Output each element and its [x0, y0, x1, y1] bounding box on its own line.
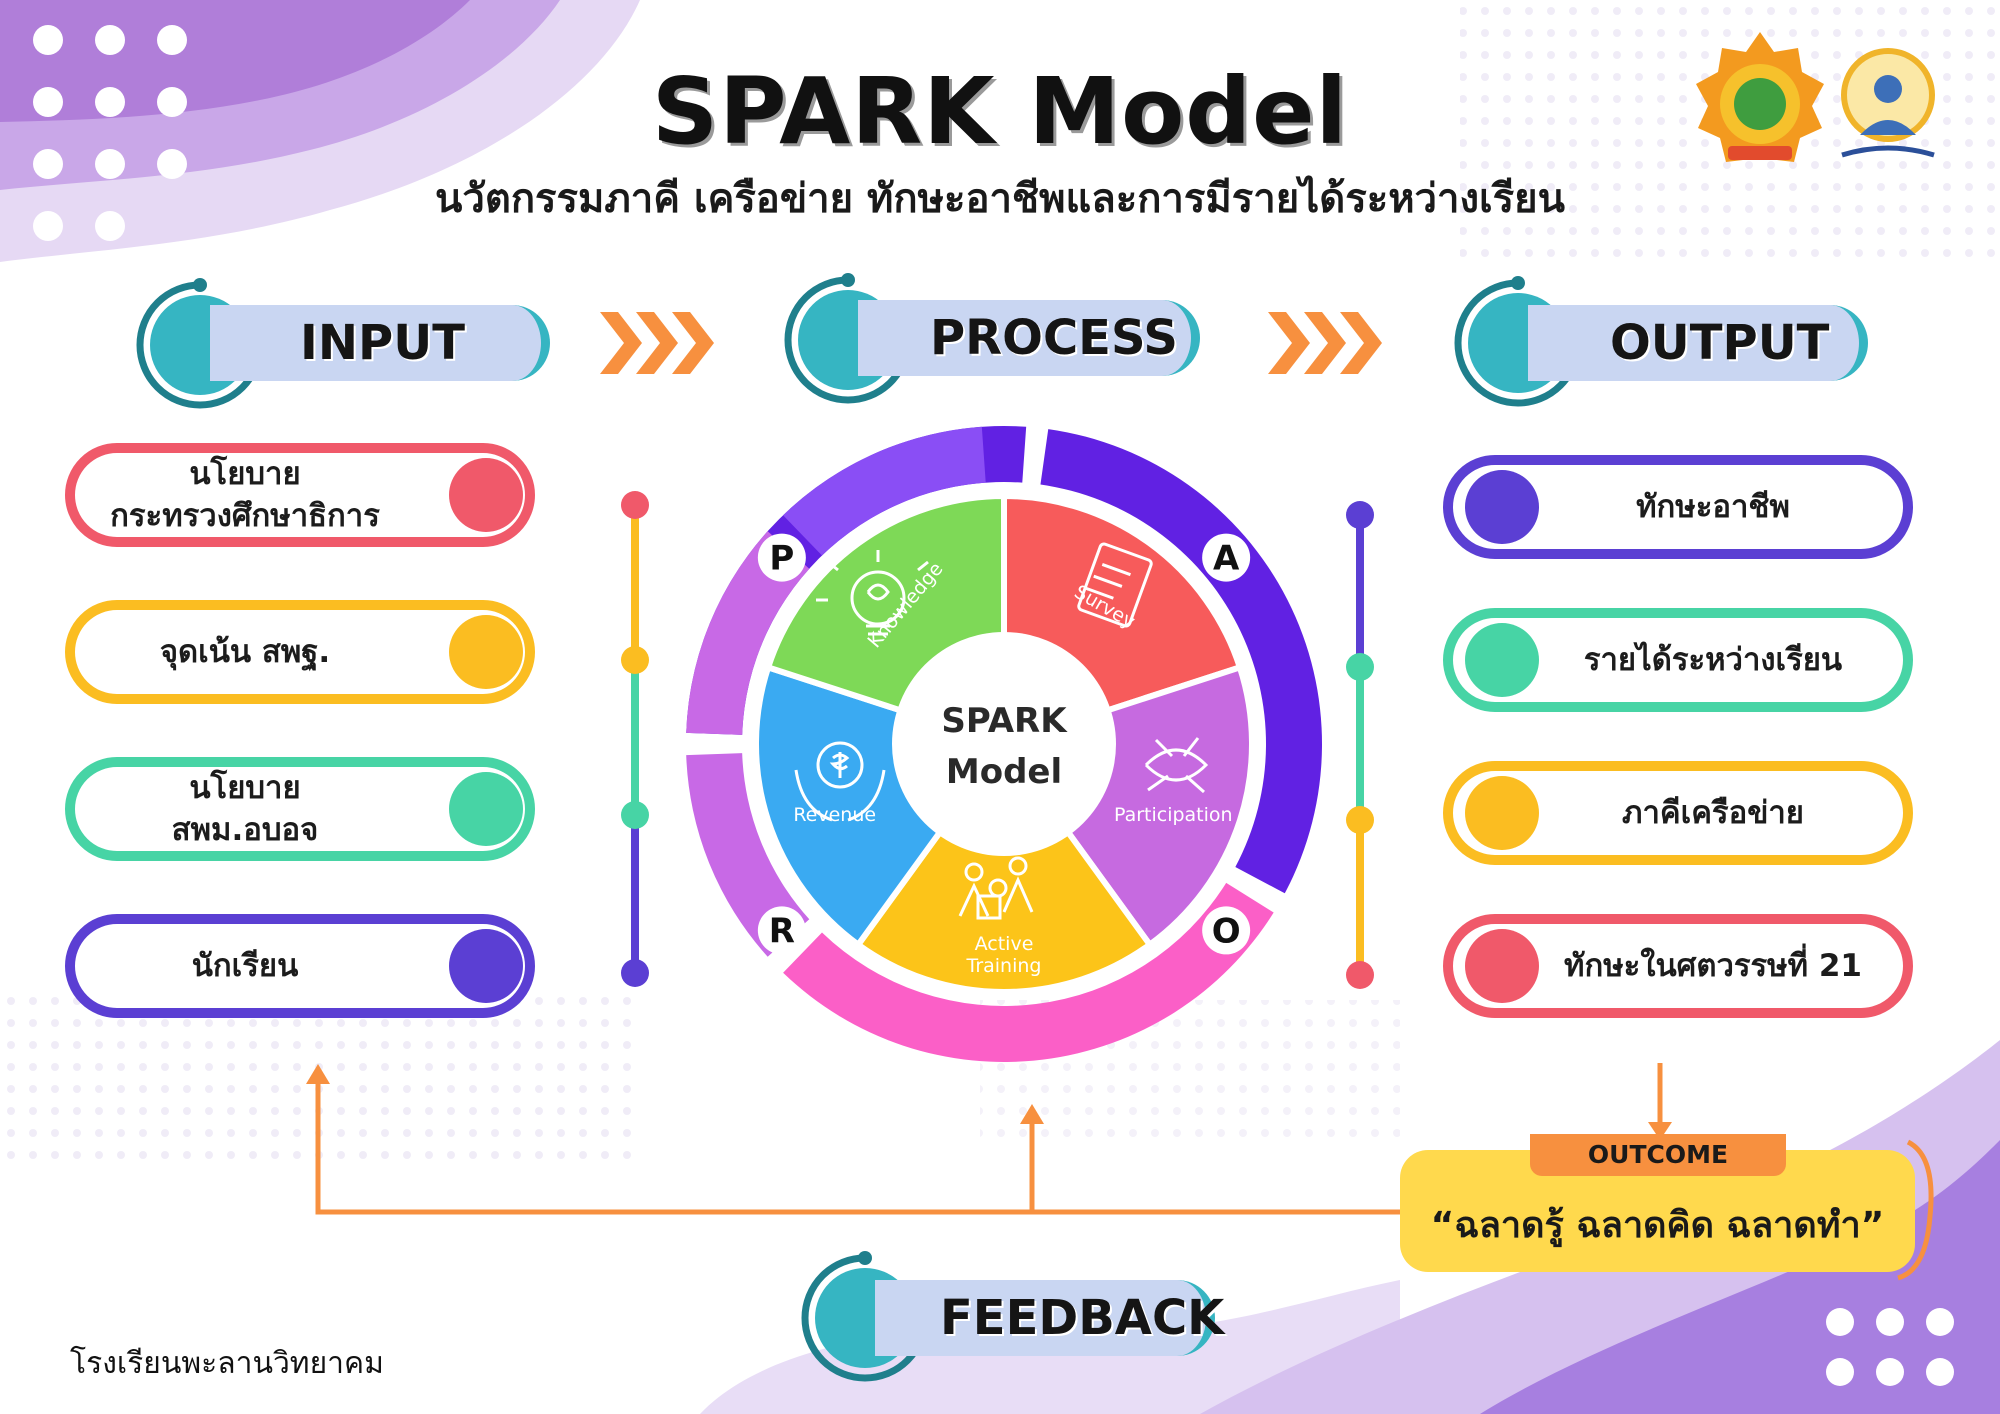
output-item-label: รายได้ระหว่างเรียน [1583, 642, 1843, 678]
output-connector-line [1346, 501, 1374, 989]
ring-letter-badge [757, 906, 806, 955]
page-subtitle: นวัตกรรมภาคี เครือข่าย ทักษะอาชีพและการม… [435, 176, 1565, 222]
wheel-center-title: SPARK [941, 701, 1068, 741]
ring-letter: R [769, 911, 795, 951]
puzzle-team-icon [958, 856, 1034, 920]
wheel-segment [854, 738, 1154, 995]
output-item-network: ภาคีเครือข่าย [1443, 761, 1913, 865]
wheel-center-subtitle: Model [946, 752, 1062, 792]
output-item-label: ทักษะอาชีพ [1636, 489, 1790, 525]
output-item-label: ภาคีเครือข่าย [1622, 795, 1804, 831]
input-connector-line [621, 491, 649, 987]
ring-letter: A [1213, 539, 1240, 579]
input-item-dot [449, 929, 523, 1003]
input-item-dot [449, 772, 523, 846]
ring-letter-badge [1202, 533, 1251, 582]
wheel-center [892, 632, 1116, 856]
input-header: INPUT [300, 315, 465, 371]
wheel-ring-arc [686, 531, 810, 735]
output-item-dot [1465, 776, 1539, 850]
output-item-dot [1465, 470, 1539, 544]
output-item-dot [1465, 929, 1539, 1003]
chevron-arrows-icon [600, 312, 714, 374]
school-logo [1841, 48, 1935, 158]
input-item-dot [449, 615, 523, 689]
input-item-label: จุดเน้น สพฐ. [159, 634, 331, 670]
input-item-students: นักเรียน [65, 914, 535, 1018]
ring-letter: P [769, 539, 794, 579]
input-item-obec-focus: จุดเน้น สพฐ. [65, 600, 535, 704]
outcome-quote: “ฉลาดรู้ ฉลาดคิด ฉลาดทำ” [1430, 1205, 1885, 1246]
clipboard-icon [1077, 542, 1153, 628]
input-item-dot [449, 458, 523, 532]
ring-letter-badge [1202, 906, 1251, 955]
output-header-bar [1528, 305, 1868, 381]
input-item-policy-moe: นโยบายกระทรวงศึกษาธิการ [65, 443, 535, 547]
school-name: โรงเรียนพะลานวิทยาคม [70, 1346, 384, 1381]
wheel-ring-arc [783, 426, 986, 556]
outcome-label: OUTCOME [1530, 1134, 1786, 1176]
wheel-ring-arc [686, 753, 810, 957]
wheel-ring-arc [783, 882, 1274, 1062]
output-item-income: รายได้ระหว่างเรียน [1443, 608, 1913, 712]
ring-letter: O [1212, 911, 1241, 951]
output-item-label: ทักษะในศตวรรษที่ 21 [1564, 948, 1862, 984]
lightbulb-icon [816, 550, 929, 636]
coin-hands-icon [794, 741, 886, 822]
ministry-logo [1696, 32, 1824, 162]
page-title: SPARK Model [651, 58, 1349, 165]
input-item-label: นโยบายกระทรวงศึกษาธิการ [110, 456, 380, 534]
input-header-bar [210, 305, 550, 381]
input-item-label: นักเรียน [191, 948, 299, 984]
output-item-21st-century-skills: ทักษะในศตวรรษที่ 21 [1443, 914, 1913, 1018]
hands-together-icon [1144, 737, 1209, 794]
input-item-label: นโยบายสพม.อบอจ [171, 770, 319, 848]
output-item-dot [1465, 623, 1539, 697]
feedback-header-bar [875, 1280, 1215, 1356]
output-item-career-skills: ทักษะอาชีพ [1443, 455, 1913, 559]
process-header-bar [858, 300, 1200, 376]
process-header: PROCESS [930, 310, 1178, 366]
input-item-policy-office: นโยบายสพม.อบอจ [65, 757, 535, 861]
ring-letter-badge [757, 533, 806, 582]
chevron-arrows-icon [1268, 312, 1382, 374]
outcome-frame-accent [1897, 1139, 1934, 1281]
output-header: OUTPUT [1610, 315, 1830, 371]
feedback-header: FEEDBACK [940, 1290, 1225, 1346]
wheel-segment-label: Participation [1114, 804, 1233, 826]
wheel-ring-arc [1040, 429, 1322, 894]
